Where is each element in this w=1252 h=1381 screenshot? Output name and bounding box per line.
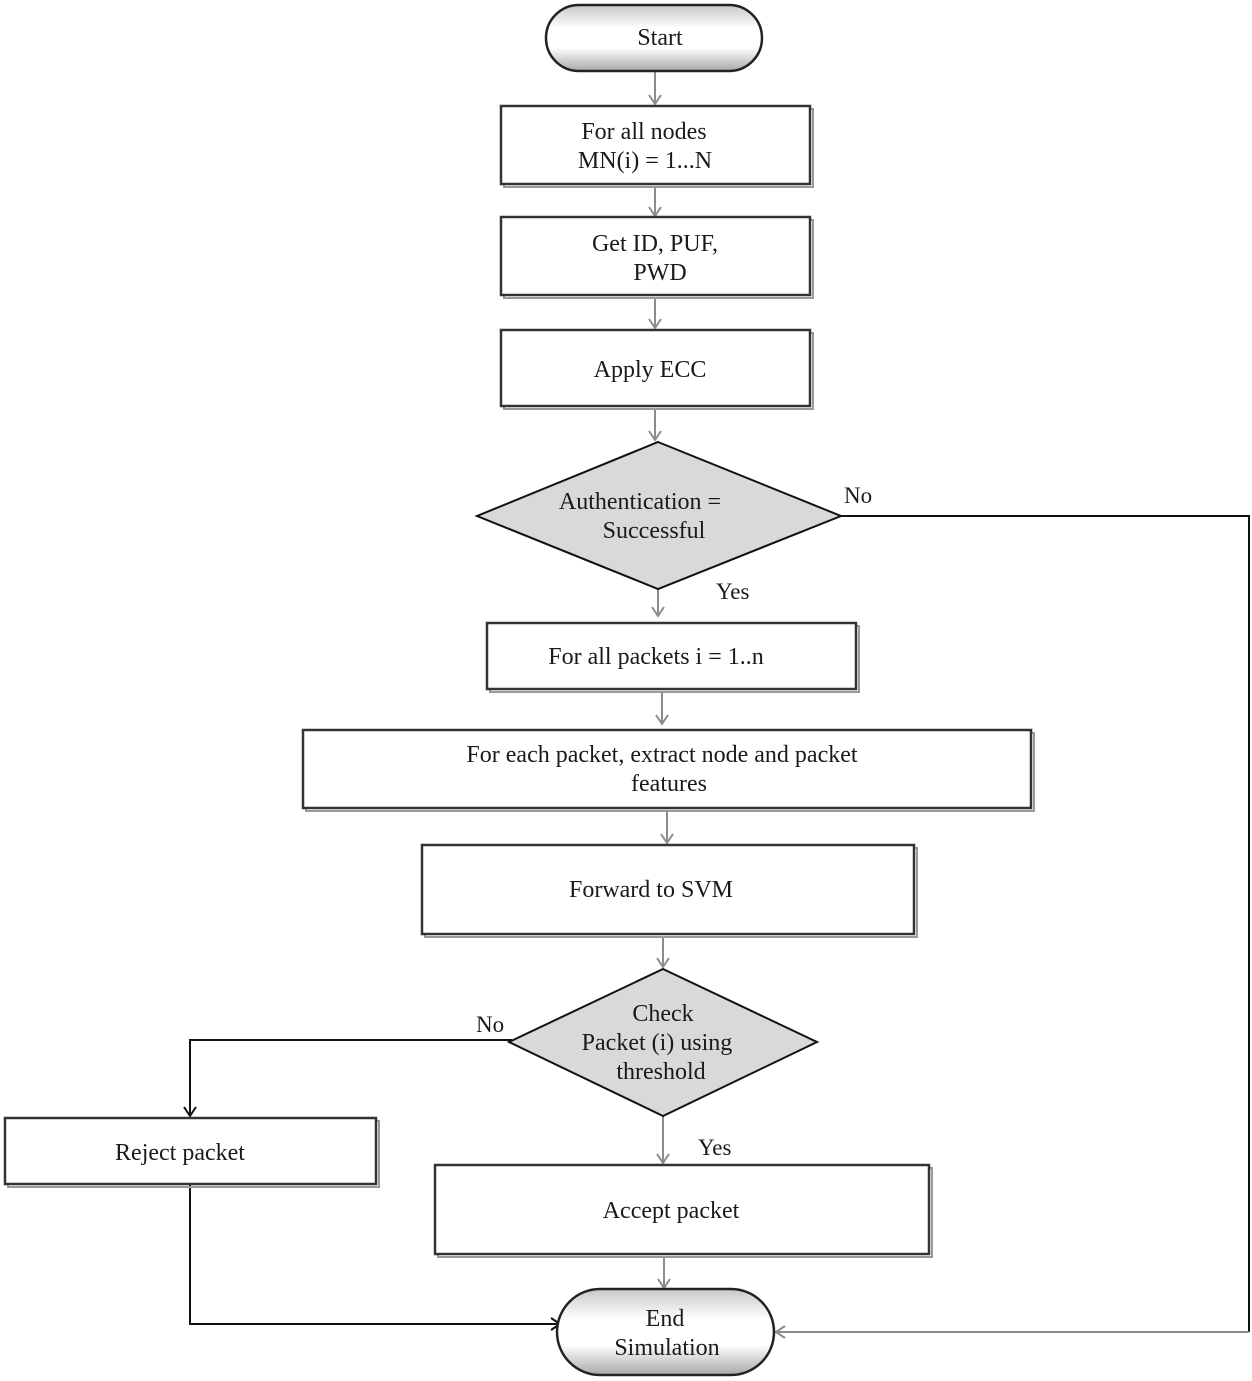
extract-features-label: For each packet, extract node and packet…	[466, 742, 863, 797]
end-simulation-line-2: Simulation	[614, 1335, 719, 1361]
end-simulation-line-1: End	[646, 1306, 685, 1332]
check-packet-line-1: Check	[632, 1001, 693, 1027]
check-no-label: No	[476, 1012, 504, 1037]
get-id-box: Get ID, PUF, PWD	[499, 215, 814, 299]
get-id-line-1: Get ID, PUF,	[592, 231, 718, 257]
end-simulation-label: End Simulation	[614, 1306, 719, 1361]
connectors	[183, 72, 1250, 1339]
forward-svm-box: Forward to SVM	[420, 843, 918, 938]
edge-reject-to-end	[189, 1184, 562, 1331]
for-all-nodes-line-1: For all nodes	[581, 119, 706, 145]
edge-authentication-no	[841, 515, 1250, 1332]
authentication-label: Authentication = Successful	[559, 489, 727, 544]
authentication-decision: Authentication = Successful	[474, 440, 844, 591]
start-terminal: Start	[544, 3, 764, 73]
reject-packet-line: Reject packet	[115, 1140, 245, 1166]
accept-packet-box: Accept packet	[433, 1163, 933, 1258]
extract-features-line-2: features	[631, 771, 707, 797]
forward-svm-line: Forward to SVM	[569, 877, 733, 903]
apply-ecc-label: Apply ECC	[594, 357, 707, 383]
apply-ecc-line: Apply ECC	[594, 357, 707, 383]
for-all-nodes-label: For all nodes MN(i) = 1...N	[578, 119, 713, 174]
get-id-line-2: PWD	[633, 260, 686, 286]
for-all-packets-label: For all packets i = 1..n	[548, 644, 764, 670]
check-packet-line-2: Packet (i) using	[582, 1030, 733, 1056]
reject-packet-label: Reject packet	[115, 1140, 245, 1166]
extract-features-line-1: For each packet, extract node and packet	[466, 742, 857, 768]
check-packet-label: Check Packet (i) using threshold	[582, 1001, 739, 1085]
check-yes-label: Yes	[698, 1135, 732, 1160]
for-all-packets-box: For all packets i = 1..n	[485, 621, 860, 693]
apply-ecc-box: Apply ECC	[499, 328, 814, 410]
for-all-packets-line: For all packets i = 1..n	[548, 644, 764, 670]
check-packet-line-3: threshold	[616, 1059, 705, 1085]
authentication-line-2: Successful	[603, 518, 706, 544]
authentication-no-label: No	[844, 483, 872, 508]
accept-packet-line: Accept packet	[603, 1198, 740, 1224]
edge-check-no	[183, 1039, 512, 1118]
start-label: Start	[637, 25, 683, 51]
check-packet-decision: Check Packet (i) using threshold	[506, 967, 820, 1118]
for-all-nodes-line-2: MN(i) = 1...N	[578, 148, 712, 174]
end-simulation-terminal: End Simulation	[555, 1287, 776, 1377]
forward-svm-label: Forward to SVM	[569, 877, 733, 903]
authentication-yes-label: Yes	[716, 579, 750, 604]
start-line: Start	[637, 25, 683, 51]
for-all-nodes-box: For all nodes MN(i) = 1...N	[499, 104, 814, 188]
get-id-label: Get ID, PUF, PWD	[592, 231, 724, 286]
accept-packet-label: Accept packet	[603, 1198, 740, 1224]
reject-packet-box: Reject packet	[3, 1116, 380, 1188]
extract-features-box: For each packet, extract node and packet…	[301, 728, 1035, 812]
authentication-line-1: Authentication =	[559, 489, 721, 515]
